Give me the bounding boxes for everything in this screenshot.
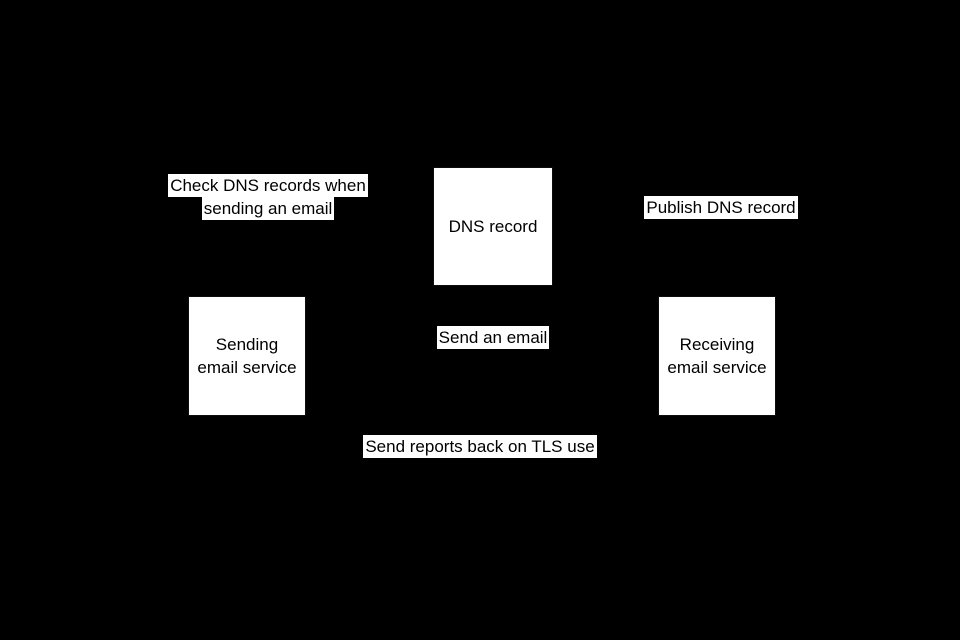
edge-label-text: Publish DNS record [644,196,798,219]
edge-label-row: Check DNS records when [108,174,428,197]
node-label: email service [667,358,767,377]
node-label: DNS record [448,217,538,236]
node-sending-email-service: Sending email service [188,296,306,416]
edge-label-send-reports-tls: Send reports back on TLS use [320,435,640,458]
edge-label-publish-dns-record: Publish DNS record [561,196,881,219]
node-receiving-email-service: Receiving email service [658,296,776,416]
edge-label-row: Send an email [333,326,653,349]
node-label: Sending [215,335,279,354]
edge-label-text: Check DNS records when [168,174,368,197]
edge-label-row: Send reports back on TLS use [320,435,640,458]
node-label: email service [197,358,297,377]
edge-label-text: Send reports back on TLS use [363,435,597,458]
edge-label-send-an-email: Send an email [333,326,653,349]
edge-label-row: sending an email [108,197,428,220]
edge-label-check-dns-records: Check DNS records when sending an email [108,174,428,220]
edge-label-text: Send an email [436,326,550,349]
edge-label-text: sending an email [201,197,335,220]
node-label: Receiving [679,335,755,354]
edge-label-row: Publish DNS record [561,196,881,219]
node-dns-record: DNS record [433,167,553,286]
